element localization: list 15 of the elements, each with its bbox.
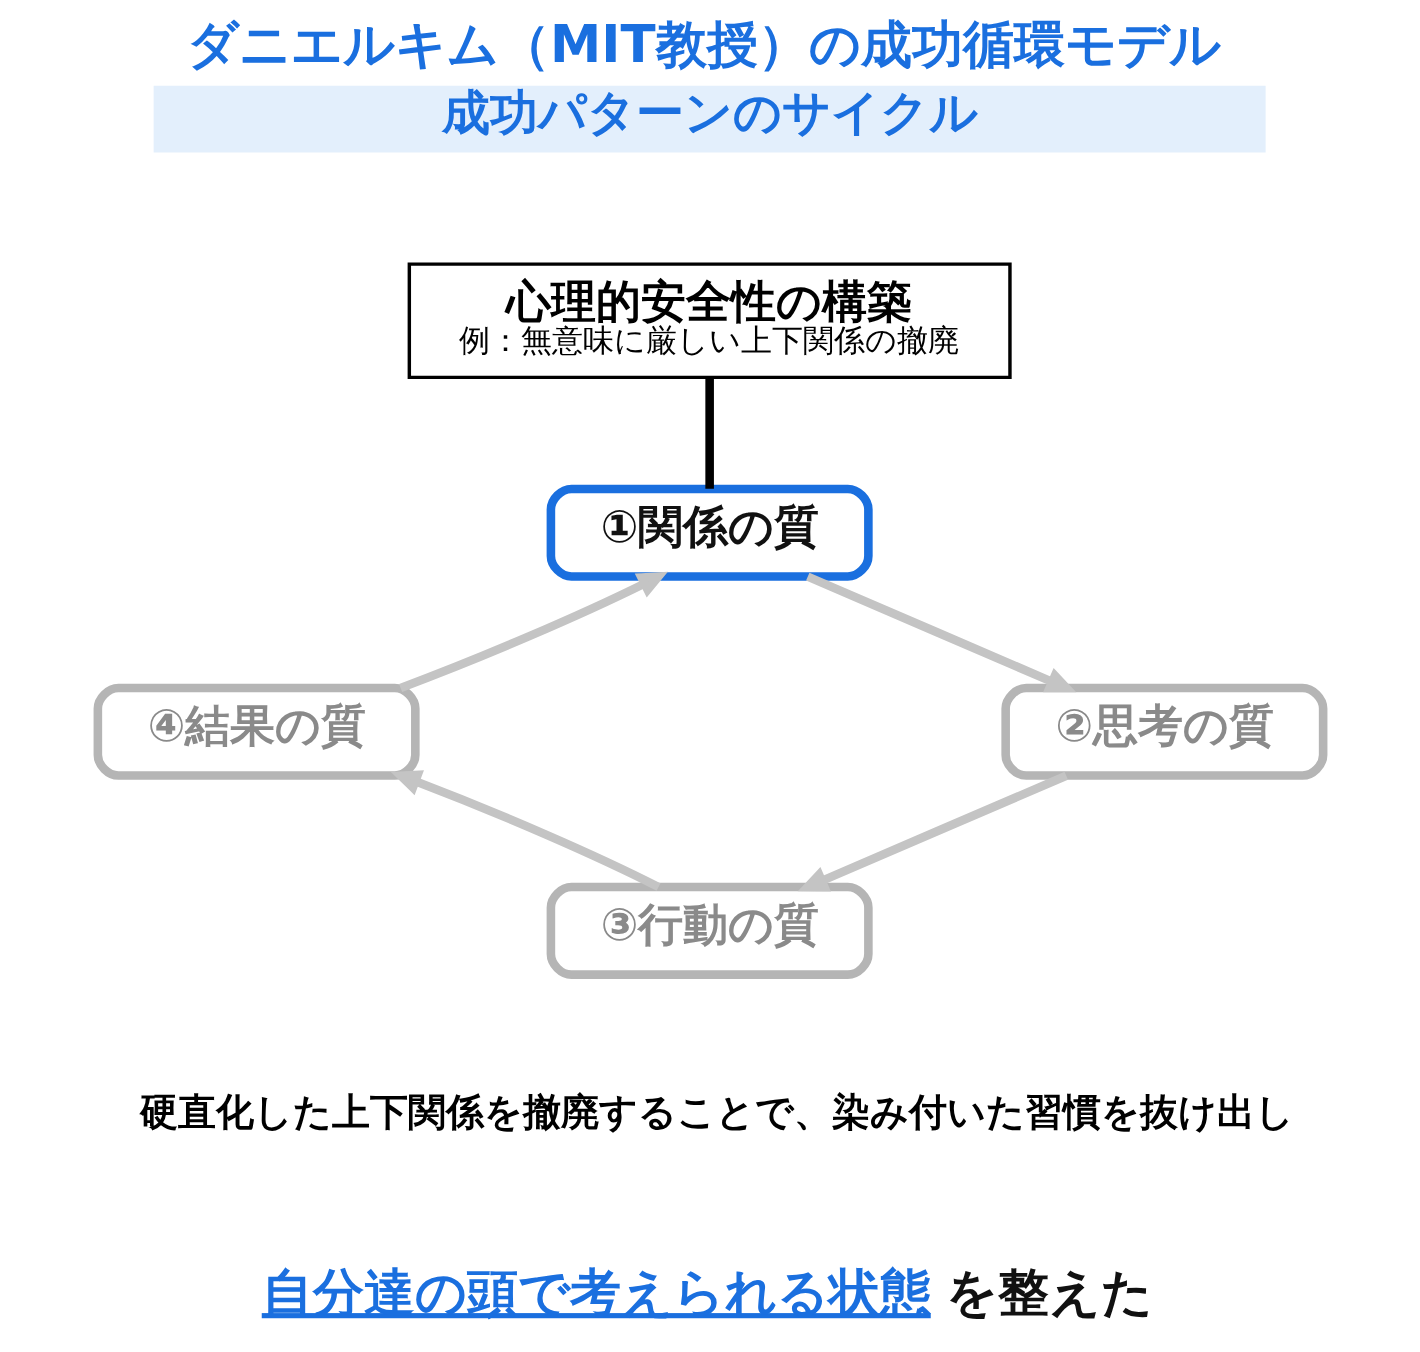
arrow [805, 572, 1076, 693]
node-box: ②思考の質 [1000, 683, 1327, 780]
label: 成功パターンのサイクル [441, 84, 978, 141]
label: 自分達の頭で考えられる状態 [261, 1262, 931, 1323]
arrow [390, 770, 660, 891]
label: 硬直化した上下関係を撤廃することで、染み付いた習慣を抜け出し [139, 1089, 1294, 1134]
arrow [398, 571, 668, 692]
node-box: ③行動の質 [546, 882, 873, 979]
node-box: ①関係の質 [546, 484, 873, 581]
connector [704, 377, 714, 489]
arrow [797, 771, 1068, 892]
label: を整えた [945, 1262, 1153, 1323]
node-box: 心理的安全性の構築 例：無意味に厳しい上下関係の撤廃 [407, 262, 1012, 380]
diagram-title: ダニエルキム（MIT教授）の成功循環モデル [186, 13, 1221, 74]
node-box: ④結果の質 [93, 683, 420, 780]
